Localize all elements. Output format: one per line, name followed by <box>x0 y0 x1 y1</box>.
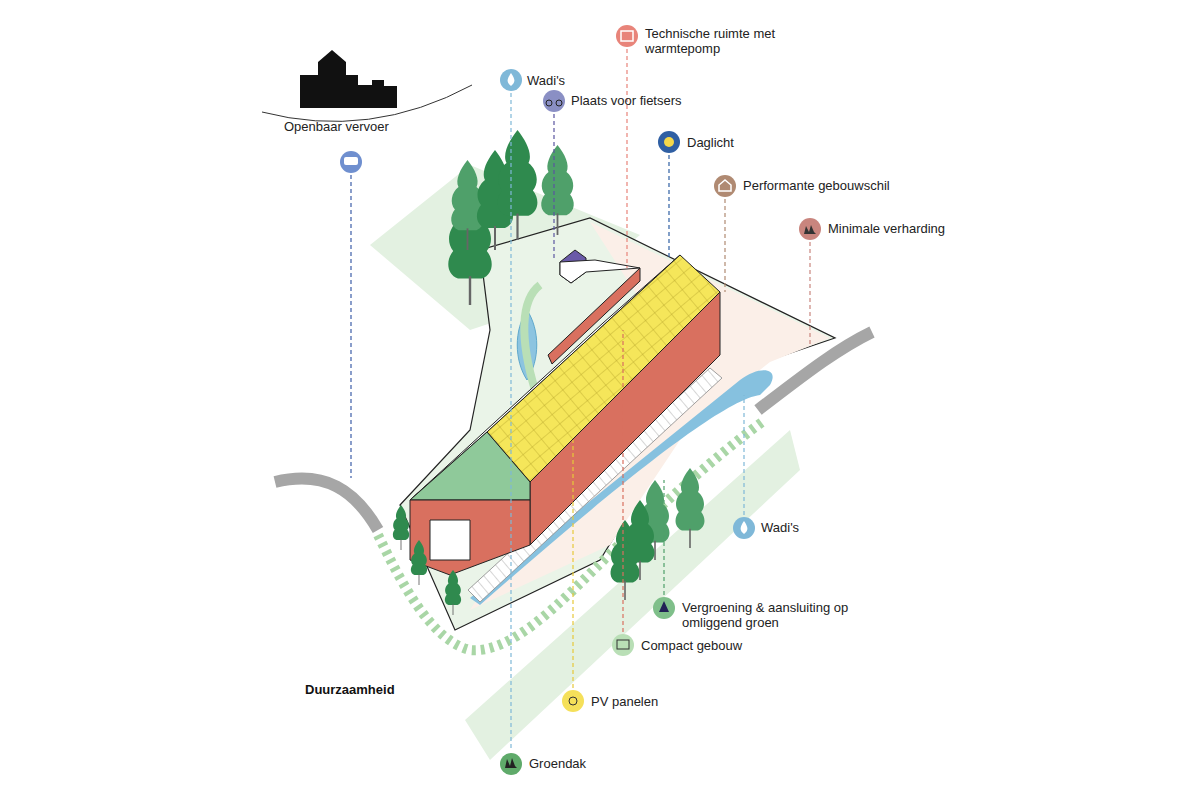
diagram-title: Duurzaamheid <box>305 682 395 697</box>
callout-label: Compact gebouw <box>641 638 742 653</box>
callout-label: Vergroening & aansluiting op omliggend g… <box>682 600 852 630</box>
green-grounds <box>370 165 835 760</box>
callout-label: Wadi's <box>527 73 565 88</box>
callout-label: Technische ruimte met warmtepomp <box>645 26 795 56</box>
callout-label: Daglicht <box>687 135 734 150</box>
callout-label: Groendak <box>529 756 586 771</box>
trees <box>393 130 705 615</box>
icons <box>340 25 821 775</box>
callout-label: Wadi's <box>761 520 799 535</box>
town-silhouette <box>262 50 472 121</box>
callout-label: Plaats voor fietsers <box>571 93 682 108</box>
callout-label: Performante gebouwschil <box>743 178 890 193</box>
callout-label: PV panelen <box>591 694 658 709</box>
callout-label: Openbaar vervoer <box>284 119 389 134</box>
callout-label: Minimale verharding <box>828 221 945 236</box>
building <box>410 250 720 575</box>
leader-lines <box>351 49 810 750</box>
